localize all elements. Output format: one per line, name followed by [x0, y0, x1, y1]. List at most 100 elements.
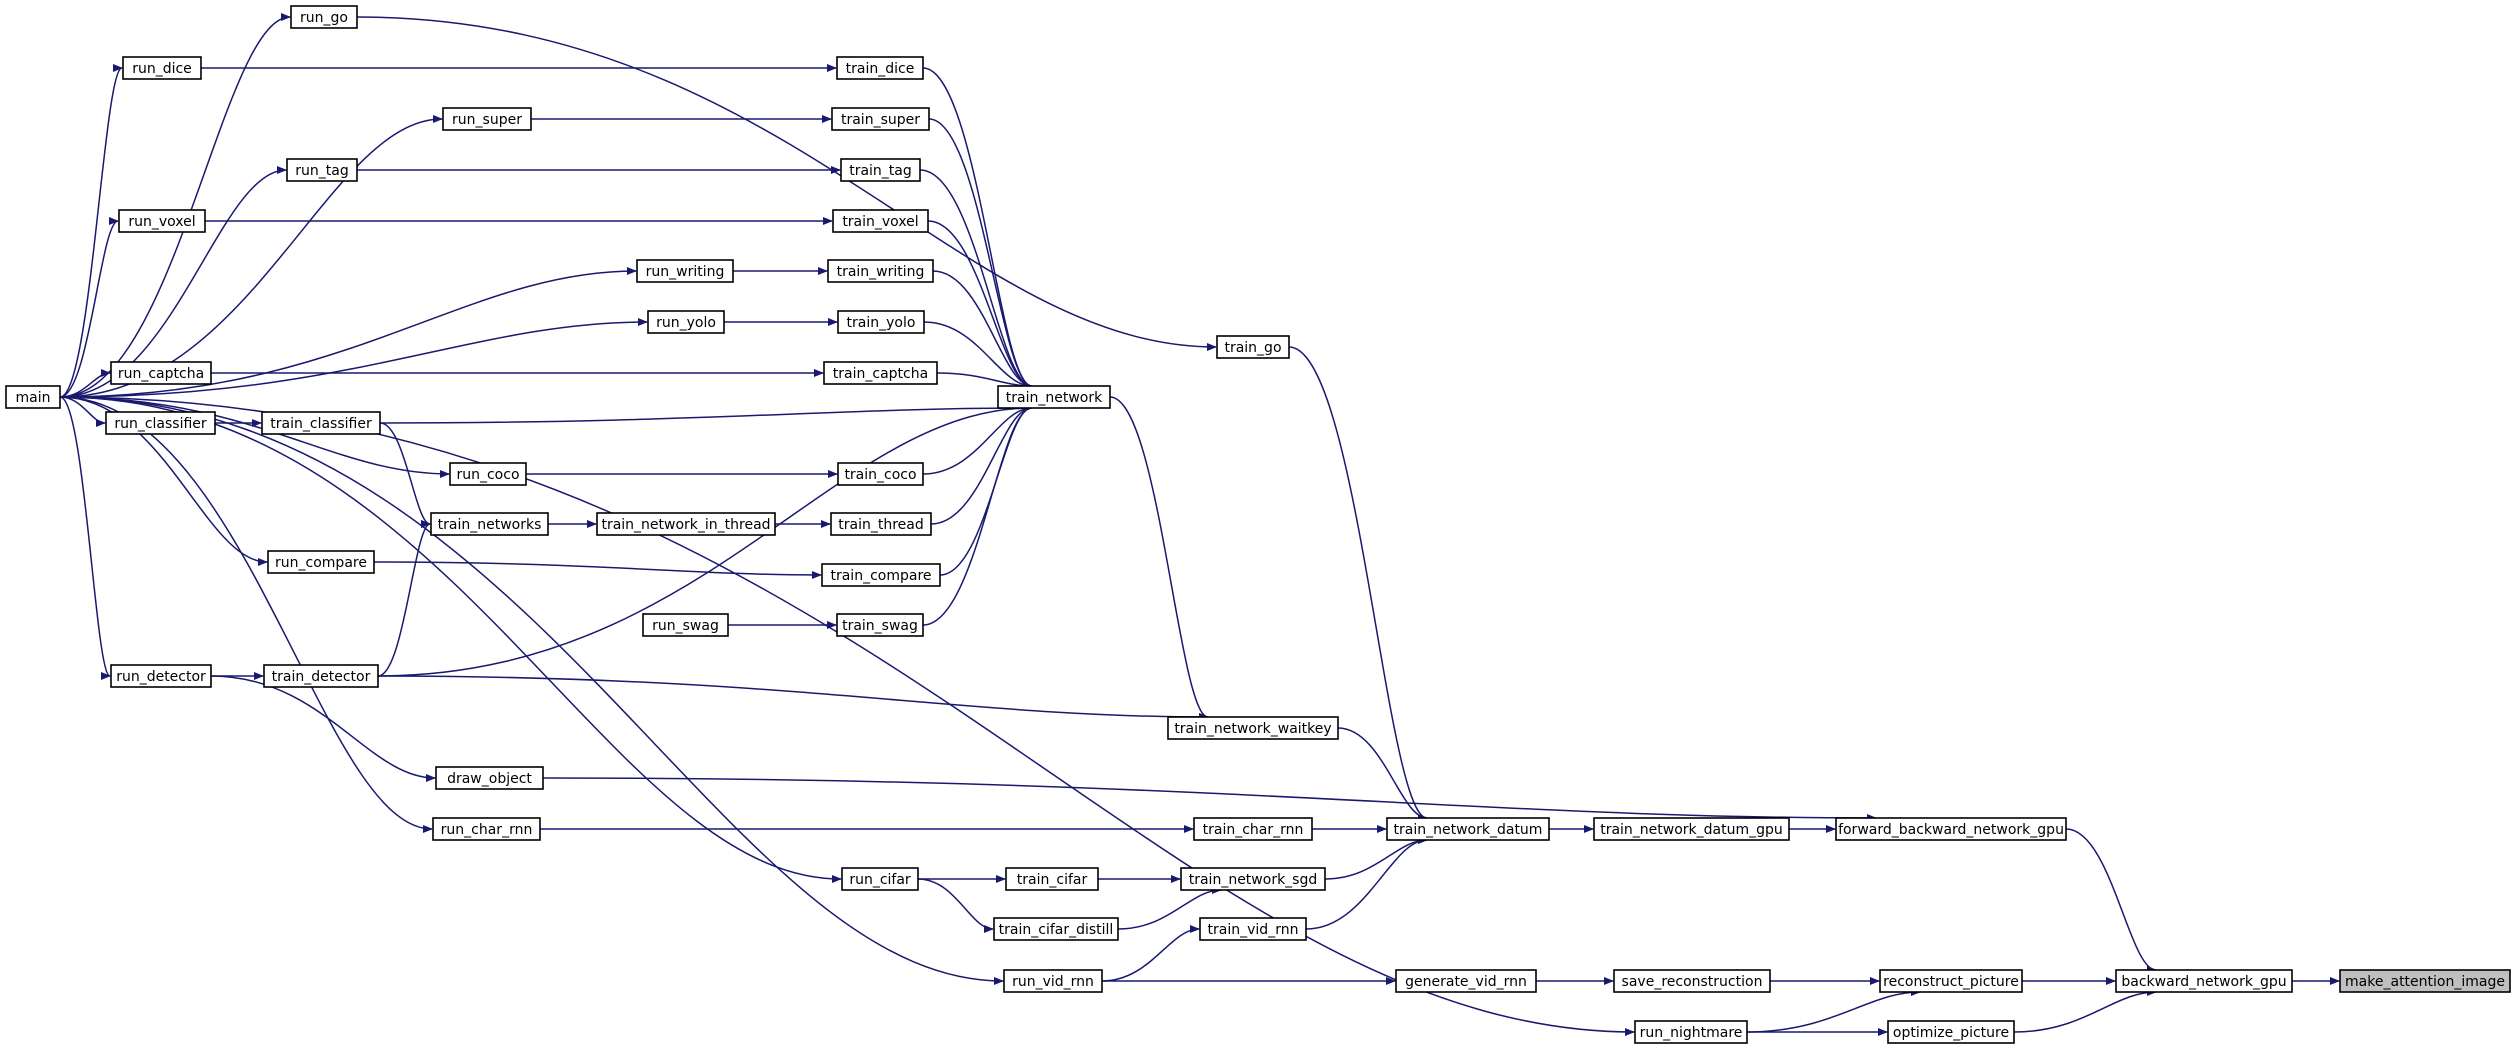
node-train-compare[interactable]: train_compare: [821, 563, 941, 587]
node-label: run_go: [300, 10, 348, 26]
node-run-super[interactable]: run_super: [442, 107, 532, 131]
node-train-network-datum[interactable]: train_network_datum: [1386, 817, 1550, 841]
node-train-classifier[interactable]: train_classifier: [261, 411, 381, 435]
node-label: run_captcha: [118, 366, 204, 382]
edge-main-to-run-cifar: [59, 396, 842, 883]
node-label: run_super: [452, 112, 522, 128]
node-train-cifar[interactable]: train_cifar: [1005, 867, 1099, 891]
node-save-reconstruction[interactable]: save_reconstruction: [1613, 969, 1771, 993]
node-optimize-picture[interactable]: optimize_picture: [1887, 1020, 2015, 1044]
node-box: [1003, 969, 1103, 993]
node-run-compare[interactable]: run_compare: [267, 550, 375, 574]
node-box: [1216, 335, 1290, 359]
node-run-nightmare[interactable]: run_nightmare: [1634, 1020, 1748, 1044]
node-train-go[interactable]: train_go: [1216, 335, 1290, 359]
node-label: train_super: [841, 112, 920, 128]
node-run-writing[interactable]: run_writing: [636, 259, 734, 283]
node-box: [267, 550, 375, 574]
edge-train-compare-to-train-network: [939, 404, 1033, 576]
node-box: [432, 817, 541, 841]
node-train-cifar-distill[interactable]: train_cifar_distill: [993, 917, 1119, 941]
node-box: [836, 613, 924, 637]
node-run-char-rnn[interactable]: run_char_rnn: [432, 817, 541, 841]
node-label: train_go: [1224, 340, 1281, 356]
node-train-networks[interactable]: train_networks: [430, 512, 549, 536]
edge-train-classifier-to-train-network: [379, 404, 1033, 424]
node-train-super[interactable]: train_super: [831, 107, 930, 131]
node-label: train_network_waitkey: [1174, 721, 1331, 737]
node-label: train_network_in_thread: [601, 517, 770, 533]
edge-main-to-run-super: [59, 115, 443, 398]
node-label: run_writing: [646, 264, 725, 280]
node-train-yolo[interactable]: train_yolo: [837, 310, 925, 334]
node-box: [831, 107, 930, 131]
node-train-dice[interactable]: train_dice: [836, 56, 924, 80]
edge-main-to-run-writing: [59, 267, 637, 398]
node-forward-backward-network-gpu[interactable]: forward_backward_network_gpu: [1835, 817, 2067, 841]
node-train-network[interactable]: train_network: [997, 385, 1111, 409]
node-backward-network-gpu[interactable]: backward_network_gpu: [2115, 969, 2293, 993]
node-label: train_networks: [438, 517, 542, 533]
node-box: [1395, 969, 1537, 993]
node-run-dice[interactable]: run_dice: [122, 56, 202, 80]
node-run-detector[interactable]: run_detector: [110, 664, 212, 688]
node-train-network-datum-gpu[interactable]: train_network_datum_gpu: [1593, 817, 1790, 841]
node-box: [118, 209, 206, 233]
node-label: save_reconstruction: [1622, 974, 1763, 990]
edge-train-voxel-to-train-network: [927, 220, 1033, 390]
node-run-go[interactable]: run_go: [290, 5, 358, 29]
edge-train-swag-to-train-network: [922, 404, 1033, 626]
node-box: [5, 385, 61, 409]
edge-main-to-run-classifier: [59, 396, 106, 427]
node-label: train_voxel: [842, 214, 918, 230]
node-label: backward_network_gpu: [2121, 974, 2286, 990]
node-label: run_char_rnn: [441, 822, 533, 838]
node-run-captcha[interactable]: run_captcha: [110, 361, 212, 385]
edge-draw-object-to-forward-backward-network-gpu: [542, 777, 1877, 822]
node-reconstruct-picture[interactable]: reconstruct_picture: [1879, 969, 2023, 993]
node-generate-vid-rnn[interactable]: generate_vid_rnn: [1395, 969, 1537, 993]
node-label: train_swag: [842, 618, 918, 634]
node-train-char-rnn[interactable]: train_char_rnn: [1193, 817, 1313, 841]
node-box: [823, 361, 938, 385]
node-train-thread[interactable]: train_thread: [830, 512, 932, 536]
edge-main-to-run-coco: [59, 396, 450, 478]
node-box: [993, 917, 1119, 941]
edge-train-yolo-to-train-network: [923, 321, 1033, 390]
node-label: generate_vid_rnn: [1405, 974, 1527, 990]
node-run-swag[interactable]: run_swag: [642, 613, 729, 637]
node-make-attention-image[interactable]: make_attention_image: [2339, 969, 2511, 993]
node-train-network-waitkey[interactable]: train_network_waitkey: [1167, 716, 1339, 740]
node-label: train_dice: [846, 61, 915, 77]
node-run-voxel[interactable]: run_voxel: [118, 209, 206, 233]
edge-train-detector-to-train-network-waitkey: [377, 675, 1209, 721]
node-train-coco[interactable]: train_coco: [837, 462, 924, 486]
node-train-captcha[interactable]: train_captcha: [823, 361, 938, 385]
node-train-network-sgd[interactable]: train_network_sgd: [1180, 867, 1326, 891]
node-run-yolo[interactable]: run_yolo: [647, 310, 725, 334]
node-train-network-in-thread[interactable]: train_network_in_thread: [596, 512, 776, 536]
edge-forward-backward-network-gpu-to-backward-network-gpu: [2065, 828, 2157, 974]
node-run-classifier[interactable]: run_classifier: [105, 411, 216, 435]
edge-run-go-to-train-go: [356, 16, 1217, 351]
node-train-swag[interactable]: train_swag: [836, 613, 924, 637]
node-run-cifar[interactable]: run_cifar: [841, 867, 919, 891]
node-draw-object[interactable]: draw_object: [435, 766, 544, 790]
node-label: run_coco: [456, 467, 519, 483]
node-main[interactable]: main: [5, 385, 61, 409]
node-run-vid-rnn[interactable]: run_vid_rnn: [1003, 969, 1103, 993]
node-run-coco[interactable]: run_coco: [449, 462, 527, 486]
node-box: [286, 158, 358, 182]
edge-main-to-run-detector: [59, 396, 111, 680]
node-train-tag[interactable]: train_tag: [840, 158, 921, 182]
node-label: run_voxel: [128, 214, 195, 230]
node-train-writing[interactable]: train_writing: [827, 259, 934, 283]
node-train-detector[interactable]: train_detector: [263, 664, 379, 688]
node-box: [110, 664, 212, 688]
node-box: [1879, 969, 2023, 993]
node-train-vid-rnn[interactable]: train_vid_rnn: [1199, 917, 1307, 941]
node-train-voxel[interactable]: train_voxel: [832, 209, 929, 233]
node-label: forward_backward_network_gpu: [1838, 822, 2064, 838]
node-label: reconstruct_picture: [1883, 974, 2019, 990]
node-run-tag[interactable]: run_tag: [286, 158, 358, 182]
